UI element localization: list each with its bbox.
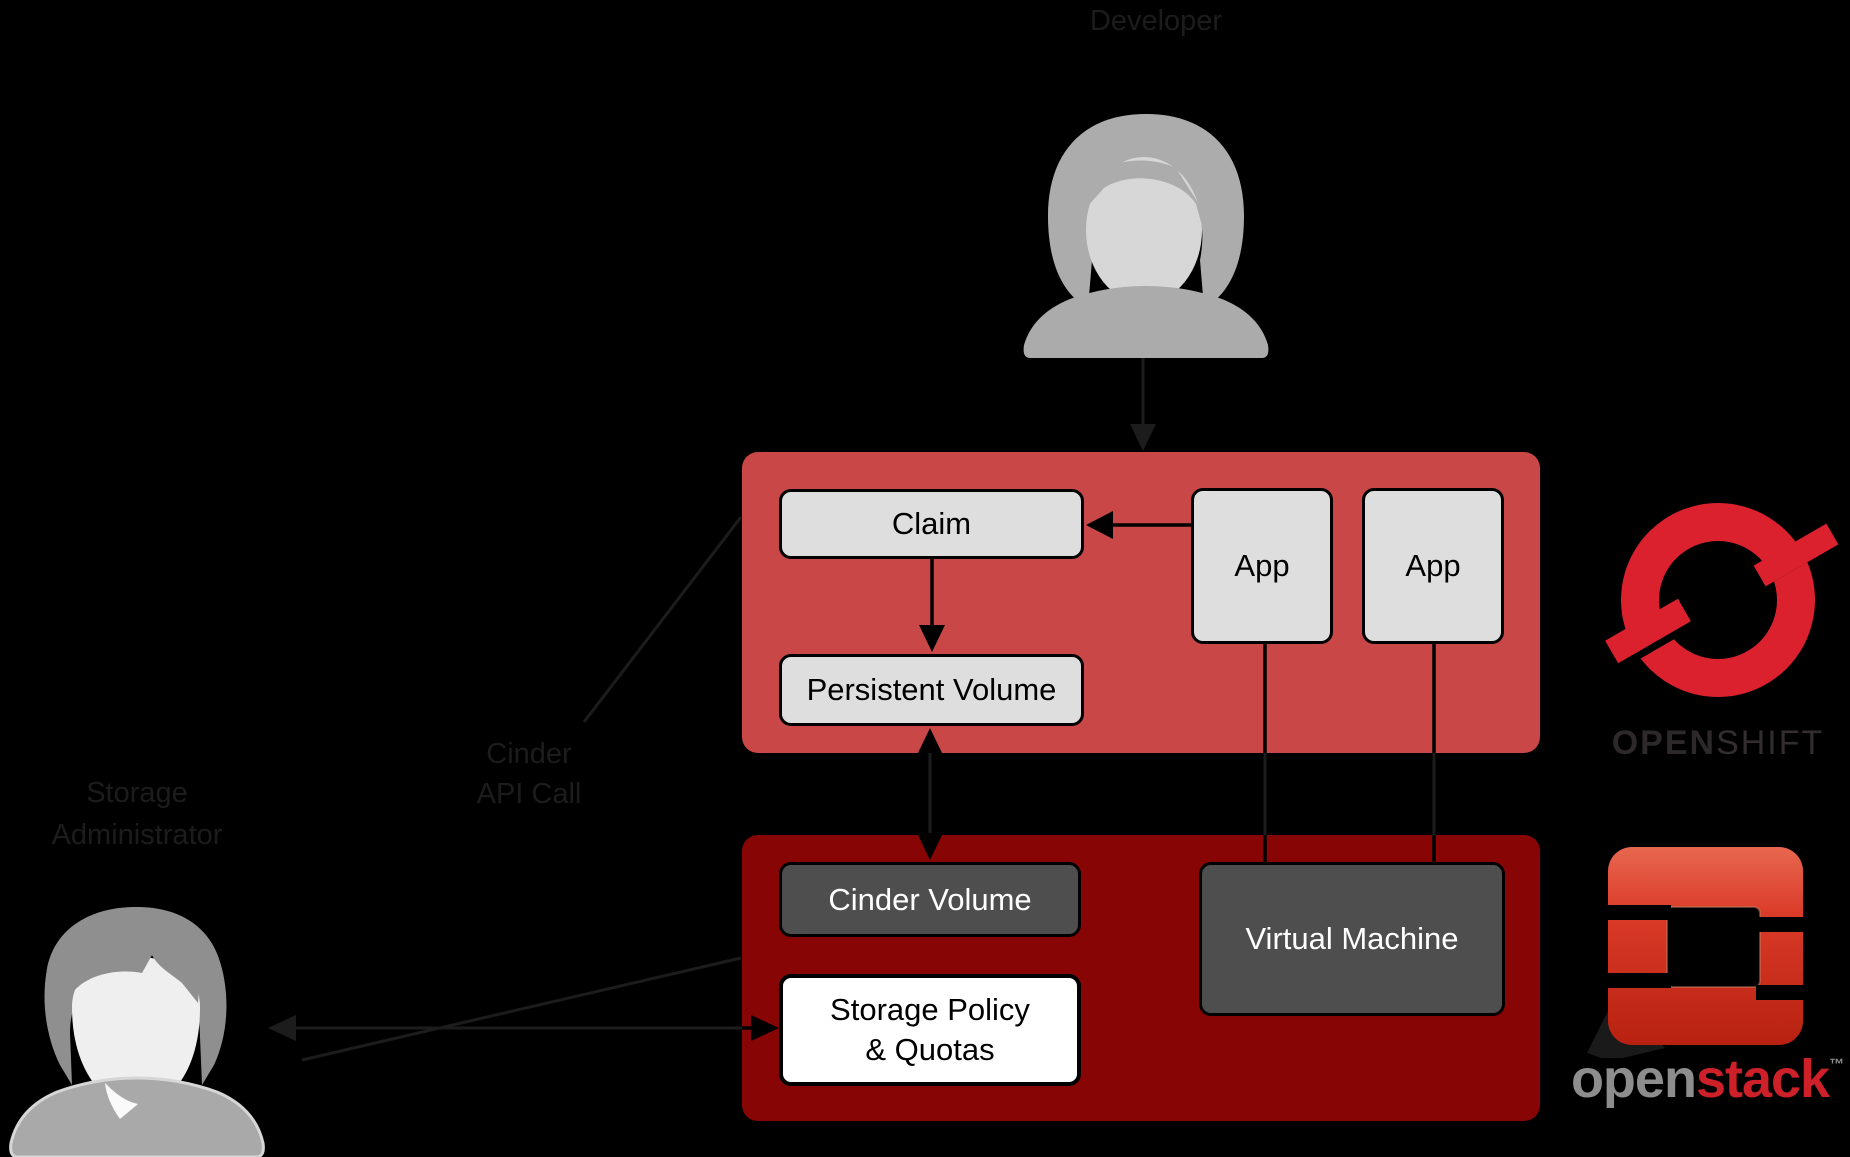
app-node-right-label: App — [1405, 548, 1461, 583]
app-node-left: App — [1191, 488, 1333, 644]
virtual-machine-node-label: Virtual Machine — [1245, 921, 1459, 956]
persistent-volume-node-label: Persistent Volume — [806, 672, 1057, 707]
claim-node: Claim — [779, 489, 1084, 559]
storage-admin-label: Storage Administrator — [27, 772, 247, 856]
persistent-volume-node: Persistent Volume — [779, 654, 1084, 726]
admin-to-storage-policy-arrow — [268, 1015, 779, 1041]
storage-policy-node-line2: & Quotas — [865, 1032, 995, 1067]
app-node-right: App — [1362, 488, 1504, 644]
openshift-logo-icon — [1600, 503, 1840, 697]
developer-avatar-icon — [1023, 114, 1269, 358]
storage-policy-node-line1: Storage Policy — [830, 992, 1030, 1027]
cinder-volume-node: Cinder Volume — [779, 862, 1081, 937]
virtual-machine-node: Virtual Machine — [1199, 862, 1505, 1016]
openshift-wordmark: OPENSHIFT — [1598, 724, 1838, 763]
storage-admin-avatar-icon — [9, 907, 265, 1157]
openshift-wordmark-open: OPEN — [1611, 724, 1717, 762]
storage-admin-label-line2: Administrator — [51, 819, 223, 851]
openstack-wordmark-tm: ™ — [1829, 1056, 1845, 1073]
openshift-wordmark-shift: SHIFT — [1716, 724, 1825, 762]
developer-to-openshift-arrow — [1130, 358, 1156, 451]
storage-admin-label-line1: Storage — [86, 777, 188, 809]
cinder-api-call-label: Cinder API Call — [429, 734, 629, 814]
developer-label: Developer — [1089, 5, 1223, 37]
app-node-left-label: App — [1234, 548, 1290, 583]
api-call-to-openshift-line — [582, 516, 743, 723]
openstack-wordmark-open: open — [1570, 1049, 1697, 1109]
cinder-api-call-line1: Cinder — [486, 738, 572, 770]
openstack-logo-icon — [1587, 847, 1814, 1058]
openstack-wordmark-stack: stack — [1695, 1049, 1830, 1109]
admin-to-openstack-line — [301, 956, 742, 1062]
openstack-wordmark: openstack™ — [1560, 1048, 1850, 1110]
cinder-api-call-line2: API Call — [476, 778, 582, 810]
claim-node-label: Claim — [891, 506, 972, 541]
cinder-volume-node-label: Cinder Volume — [828, 881, 1032, 917]
storage-policy-node: Storage Policy & Quotas — [779, 974, 1081, 1086]
